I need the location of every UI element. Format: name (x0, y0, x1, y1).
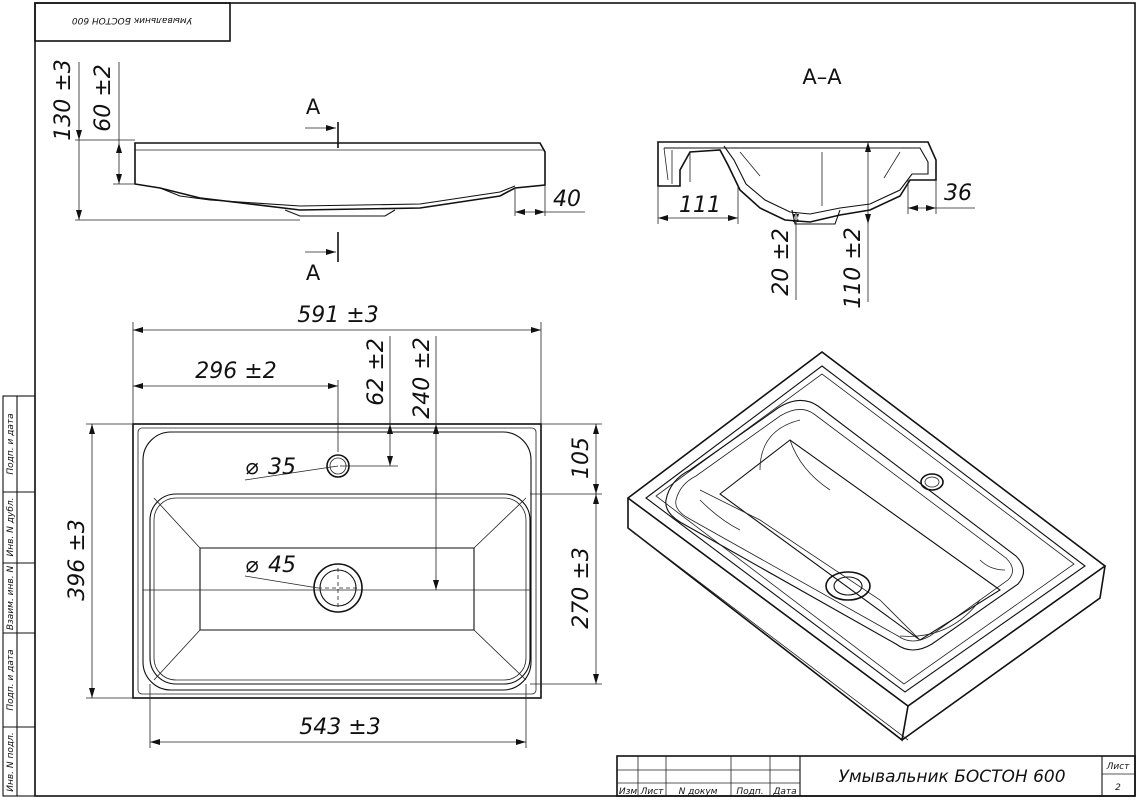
top-stamp-text: Умывальник БОСТОН 600 (72, 15, 192, 25)
dim-bowl-length: 270 ±3 (569, 547, 594, 628)
section-view: A–A 111 36 20 ±2 110 ±2 (657, 65, 975, 309)
tb-col-izm: Изм (619, 787, 638, 797)
top-stamp-box (34, 2, 231, 42)
sheet-label: Лист (1106, 762, 1131, 772)
dim-drain-height: 20 ±2 (769, 228, 794, 295)
dim-height-total: 130 ±3 (51, 59, 76, 140)
dim-hole-offset-x: 296 ±2 (195, 359, 276, 384)
side-stamp-label-2: Инв. N дубл. (6, 498, 16, 557)
side-stamp-label-4: Подп. и дата (6, 649, 16, 710)
cut-label-bottom: A (306, 261, 321, 285)
side-stamp-label-5: Инв. N подл. (6, 732, 16, 791)
isometric-view (626, 350, 1107, 742)
sheet-frame (34, 2, 1136, 797)
side-stamp-label-3: Взаим. инв. N (6, 566, 16, 631)
dim-hole-offset-y: 62 ±2 (364, 338, 389, 405)
dim-drain-dia: 45 (268, 553, 296, 578)
dia-label-drain-symbol: ⌀ (245, 553, 259, 578)
title-block: Изм Лист N докум Подп. Дата Умывальник Б… (616, 755, 1136, 797)
side-view: 130 ±3 60 ±2 40 A A (51, 59, 585, 285)
dim-section-rim: 36 (944, 181, 972, 206)
dim-drain-offset-y: 240 ±2 (410, 337, 435, 418)
dim-rim-side: 40 (553, 187, 581, 212)
dim-bowl-width: 543 ±3 (299, 715, 380, 740)
side-stamp-label-1: Подп. и дата (6, 413, 16, 474)
cut-label-top: A (306, 95, 321, 119)
plan-view: ⌀ 35 ⌀ 45 591 ±3 296 ±2 62 ±2 240 ±2 396… (65, 303, 602, 748)
tb-col-data: Дата (772, 787, 796, 797)
dim-depth-total: 396 ±3 (65, 519, 90, 600)
dim-height-bowl: 60 ±2 (91, 64, 116, 131)
section-title: A–A (802, 65, 842, 89)
dim-tap-hole-dia: 35 (268, 455, 296, 480)
dia-label-tap-symbol: ⌀ (245, 455, 259, 480)
dim-bowl-depth: 110 ±2 (841, 227, 866, 308)
product-title: Умывальник БОСТОН 600 (838, 767, 1065, 787)
tb-col-dokum: N докум (679, 787, 718, 797)
dim-width-total: 591 ±3 (297, 303, 378, 328)
side-stamp: Подп. и дата Инв. N дубл. Взаим. инв. N … (2, 395, 36, 797)
tb-col-list: Лист (640, 787, 665, 797)
sheet-number: 2 (1115, 783, 1121, 793)
tb-col-podp: Подп. (736, 787, 763, 797)
dim-rim-back: 105 (569, 437, 594, 479)
dim-section-width-left: 111 (679, 193, 721, 218)
